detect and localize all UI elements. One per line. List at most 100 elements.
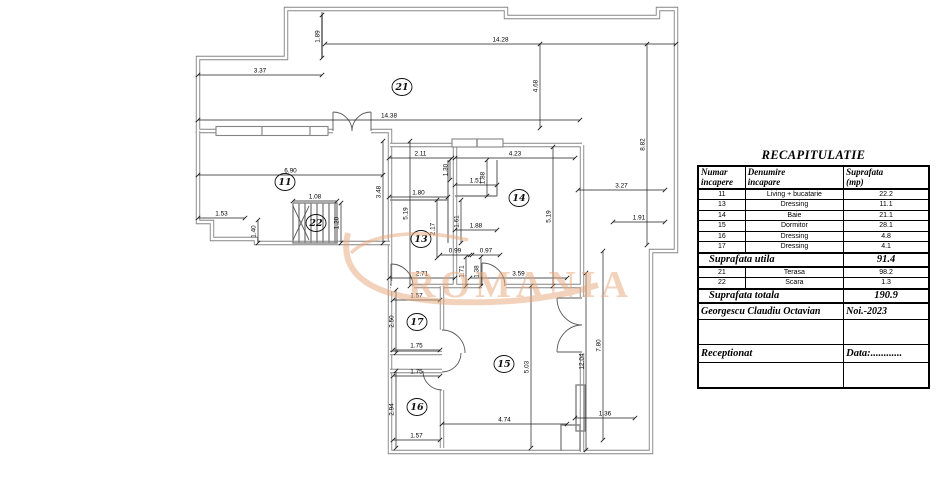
dimension-label: 2.17 — [430, 222, 437, 235]
dimension-label: 4.68 — [533, 79, 540, 92]
dimension: 1.20 — [334, 200, 344, 246]
dimension: 1.38 — [474, 254, 484, 289]
dimension-label: 5.19 — [546, 210, 553, 223]
dimension-label: 1.71 — [459, 265, 466, 278]
dimension: 8.82 — [640, 41, 650, 248]
dimension: 0.97 — [469, 248, 503, 258]
dimension: 1.91 — [610, 215, 668, 225]
dimension: 3.48 — [376, 138, 386, 246]
dimension-label: 1.38 — [474, 265, 481, 278]
room-number: 15 — [497, 359, 511, 370]
dimension: 14.28 — [322, 37, 679, 47]
dimension-label: 5.03 — [524, 360, 531, 373]
dimensions-layer: 14.283.371.8914.384.688.823.271.916.903.… — [195, 12, 679, 453]
draft-date: Noi.-2023 — [843, 302, 930, 320]
dimension-label: 1.53 — [215, 211, 228, 218]
suprafata-totala-label: Suprafata totala — [697, 287, 845, 304]
dimension: 1.88 — [452, 223, 500, 233]
dimension-label: 1.89 — [315, 30, 322, 43]
dimension-label: 14.38 — [381, 113, 397, 120]
data-label: Data:............ — [843, 343, 930, 363]
dimension-label: 1.75 — [410, 369, 423, 376]
dimension: 1.57 — [390, 433, 443, 443]
dimension: 2.11 — [386, 151, 455, 161]
dimension-label: 1.57 — [410, 433, 423, 440]
wall-column — [575, 384, 586, 432]
room-label: 17 — [406, 313, 428, 331]
empty-row — [697, 318, 930, 345]
room-label: 14 — [508, 189, 530, 207]
dimension: 3.37 — [195, 68, 325, 78]
suprafata-totala-row: Suprafata totala 190.9 — [697, 287, 930, 304]
dimension-label: 2.11 — [415, 151, 427, 158]
door-arc — [481, 262, 506, 287]
dimension-label: 1.51 — [470, 178, 483, 185]
suprafata-utila-row: Suprafata utila 91.4 — [697, 251, 930, 268]
dimension-label: 3.59 — [512, 271, 525, 278]
watermark-swoosh — [349, 232, 469, 255]
wall-notch — [560, 424, 581, 451]
window — [309, 125, 329, 137]
room-number: 14 — [512, 193, 525, 204]
dimension-label: 0.97 — [480, 248, 493, 255]
header-suprafata: Suprafata(mp) — [843, 165, 930, 190]
dimension-label: 3.27 — [615, 183, 628, 190]
empty-row — [697, 361, 930, 389]
dimension: 1.08 — [290, 194, 340, 204]
dimension: 1.30 — [443, 157, 453, 183]
dimension: 1.51 — [452, 178, 500, 188]
dimension-label: 1.91 — [633, 215, 646, 222]
suprafata-totala-value: 190.9 — [843, 287, 930, 304]
door-arc — [441, 329, 466, 354]
dimension-label: 3.37 — [254, 68, 267, 75]
reception-row: Receptionat Data:............ — [697, 343, 930, 363]
dimension: 1.36 — [572, 411, 638, 421]
dimension: 1.61 — [454, 197, 464, 246]
dimension-label: 0.99 — [449, 248, 462, 255]
closet-partitions — [390, 160, 498, 243]
dimension: 7.80 — [596, 248, 606, 443]
door-arc — [556, 324, 583, 353]
door-arc — [351, 111, 372, 132]
dimension-label: 1.88 — [480, 171, 487, 184]
watermark-swoosh — [343, 232, 599, 306]
dimension-label: 1.30 — [443, 163, 450, 176]
dimension: 1.40 — [251, 217, 261, 246]
stairs — [292, 202, 338, 244]
room-number: 11 — [278, 177, 291, 188]
dimension: 4.23 — [452, 151, 578, 161]
dimension: 2.71 — [386, 271, 458, 281]
dimension: 4.68 — [533, 41, 543, 131]
windows-layer — [215, 125, 504, 148]
dimension: 1.75 — [390, 343, 443, 353]
dimension: 14.38 — [195, 113, 583, 123]
dimension-label: 1.08 — [309, 194, 322, 201]
room-number: 16 — [410, 402, 424, 413]
room-number: 22 — [308, 218, 323, 229]
dimension: 0.99 — [437, 248, 473, 258]
dimension-label: 1.36 — [599, 411, 612, 418]
door-arc — [422, 370, 443, 391]
dimension-label: 14.28 — [493, 37, 509, 44]
window — [215, 125, 263, 137]
dimension-label: 4.23 — [509, 151, 522, 158]
window — [261, 125, 311, 137]
dimension-label: 2.71 — [416, 271, 429, 278]
signature-row: Georgescu Claudiu Octavian Noi.-2023 — [697, 302, 930, 320]
doors-layer — [332, 111, 583, 391]
watermark: ROMANIA — [343, 232, 633, 306]
door-arc — [390, 263, 414, 287]
dimension: 2.17 — [430, 197, 440, 261]
dimension: 5.19 — [403, 138, 413, 289]
dimension-label: 7.80 — [596, 339, 603, 352]
watermark-text: ROMANIA — [408, 264, 633, 306]
